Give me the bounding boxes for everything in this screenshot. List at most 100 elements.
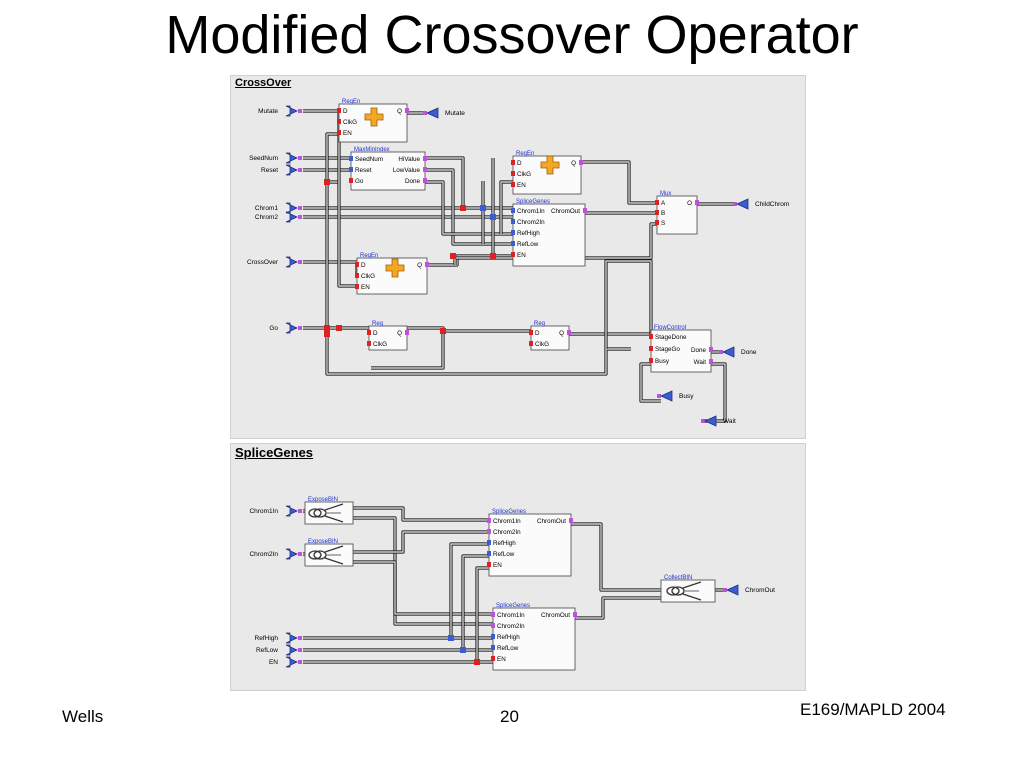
pin [337,108,341,113]
pin-label: RefHigh [493,540,516,547]
pin [511,171,515,176]
pin [337,119,341,124]
wire [353,516,493,626]
pin [487,518,491,523]
pin-label: EN [497,656,506,663]
wire [353,517,493,625]
junction [460,205,466,211]
pin [567,330,571,335]
pin-label: StageDone [655,334,687,341]
splicegenes-diagram: ExposeBINExposeBINSpliceGenesChrom1InChr… [249,497,775,671]
pin [649,358,653,363]
crossover-diagram: RegEnDClkGENQMaxMinIndexSeedNumResetGoHi… [247,99,789,427]
wire [427,255,513,266]
pin-label: Chrom1In [497,612,525,619]
wire [604,259,653,349]
output-port-icon [736,198,749,210]
pin-label: Chrom2In [497,623,525,630]
input-port-icon [285,164,298,176]
pin [655,210,659,215]
zipper-icon [682,581,702,589]
pin-label: Wait [694,359,707,366]
block-body [650,329,712,373]
wire [353,507,489,521]
slide-title: Modified Crossover Operator [165,5,859,65]
wire [571,522,661,592]
port-label: EN [269,659,278,666]
wire [326,133,339,182]
pin [655,220,659,225]
junction [324,179,330,185]
input-port-icon [285,256,298,268]
input-port-icon [285,505,298,517]
pin-label: Reset [355,167,372,174]
junction [324,325,330,331]
pin-label: D [535,330,540,337]
wire [353,530,489,554]
wire [571,523,661,591]
port-label: ChromOut [745,587,775,594]
port-pin [298,660,302,664]
pin-label: StageGo [655,346,680,353]
pin [367,330,371,335]
block-name: MaxMinIndex [354,147,390,153]
pin [487,540,491,545]
pin [367,341,371,346]
pin-label: ChromOut [551,208,580,215]
wire [353,561,493,615]
port-label: Done [741,349,757,356]
junction [474,659,480,665]
block-body [530,325,570,351]
pin-label: Q [397,108,402,115]
block-name: Mux [660,191,671,197]
pin-label: Done [405,178,421,185]
wire [353,531,489,553]
pin [355,284,359,289]
input-port-icon [285,644,298,656]
zipper-icon [671,586,685,596]
port-pin [298,636,302,640]
junction [324,331,330,337]
port-label: SeedNum [249,155,278,162]
port-label: Wait [723,418,736,425]
port-pin [298,156,302,160]
pin-label: Q [571,160,576,167]
junction [440,328,446,334]
zipper-icon [313,508,327,518]
pin-label: ChromOut [541,612,570,619]
pin-label: D [343,108,348,115]
wire [705,363,726,422]
footer-conference: E169/MAPLD 2004 [800,700,946,719]
pin-label: SeedNum [355,156,383,163]
pin [569,518,573,523]
port-pin [298,260,302,264]
block-name: Reg [534,321,545,327]
pin-label: D [361,262,366,269]
block-body [488,513,572,577]
pin-label: Q [559,330,564,337]
pin [573,612,577,617]
wire [450,543,489,638]
port-label: RefHigh [255,635,279,642]
pin [405,108,409,113]
port-pin [298,215,302,219]
pin [649,334,653,339]
footer-author: Wells [62,707,104,726]
zipper-icon [324,545,344,553]
wire [640,363,661,402]
pin-label: Q [397,330,402,337]
page-number: 20 [500,707,519,726]
port-label: Chrom2 [255,214,279,221]
port-pin [298,552,302,556]
pin [349,156,353,161]
pin [649,346,653,351]
pin-label: ClkG [361,273,375,280]
block-body [656,195,698,235]
port-label: Chrom1In [249,508,278,515]
pin [579,160,583,165]
pin-label: RefHigh [497,634,520,641]
port-label: Mutate [258,108,278,115]
pin-label: RefLow [493,551,515,558]
port-label: Mutate [445,110,465,117]
